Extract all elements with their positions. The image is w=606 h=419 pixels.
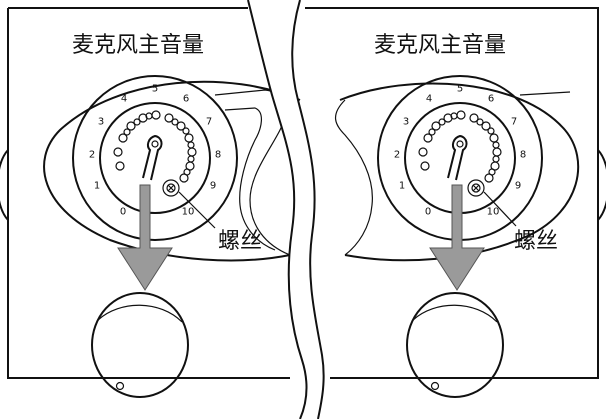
right-panel: 0 1 2 3 4 5 6 7 8 9 10 螺丝 [305,7,606,398]
right-volume-knob [406,292,504,398]
right-dial-number-2: 2 [394,150,400,161]
left-pointer-key [142,134,163,181]
right-dial-number-3: 3 [403,117,409,128]
left-dial-number-8: 8 [215,150,221,161]
right-screw-leader-line [483,191,517,227]
left-panel: 0 1 2 3 4 5 6 7 8 9 10 [0,7,301,398]
left-dial-number-4: 4 [121,94,127,105]
left-dial-number-5: 5 [152,84,158,95]
right-dial-number-8: 8 [520,150,526,161]
right-panel-recess [335,99,373,256]
right-dial-number-10: 10 [487,207,500,218]
left-screw-icon [162,179,180,197]
left-dial-outer-ring [72,75,238,241]
left-dial-number-2: 2 [89,150,95,161]
right-screw-label: 螺丝 [514,229,558,254]
left-screw-label: 螺丝 [218,229,262,254]
right-dial-number-0: 0 [425,207,431,218]
left-dial-number-9: 9 [210,181,216,192]
right-dial-number-9: 9 [515,181,521,192]
left-volume-knob [91,292,189,398]
left-down-arrow-icon [117,184,173,291]
left-screw-leader-line [178,191,216,229]
right-screw-icon [467,179,485,197]
right-down-arrow-icon [429,184,485,291]
right-dial-number-1: 1 [399,181,405,192]
left-panel-title: 麦克风主音量 [72,33,204,58]
left-dial-number-10: 10 [182,207,195,218]
right-panel-recess-inner [519,91,571,96]
right-dial-number-4: 4 [426,94,432,105]
left-dial-number-0: 0 [120,207,126,218]
left-device-frame [7,7,290,379]
left-side-bump [0,149,9,221]
right-dial-number-6: 6 [488,94,494,105]
right-panel-title: 麦克风主音量 [374,33,506,58]
right-pointer-key [447,134,468,181]
left-dial-number-1: 1 [94,181,100,192]
left-dial-holes [113,110,197,183]
left-dial-number-3: 3 [98,117,104,128]
left-dial-inner-ring [99,102,211,214]
break-lines [247,0,325,419]
right-dial-holes [418,110,502,183]
right-device-frame [305,7,599,379]
right-side-bump [597,149,606,221]
left-dial-number-7: 7 [206,117,212,128]
left-dial-number-6: 6 [183,94,189,105]
right-dial-number-7: 7 [511,117,517,128]
right-dial-number-5: 5 [457,84,463,95]
left-panel-recess-inner [224,107,276,251]
